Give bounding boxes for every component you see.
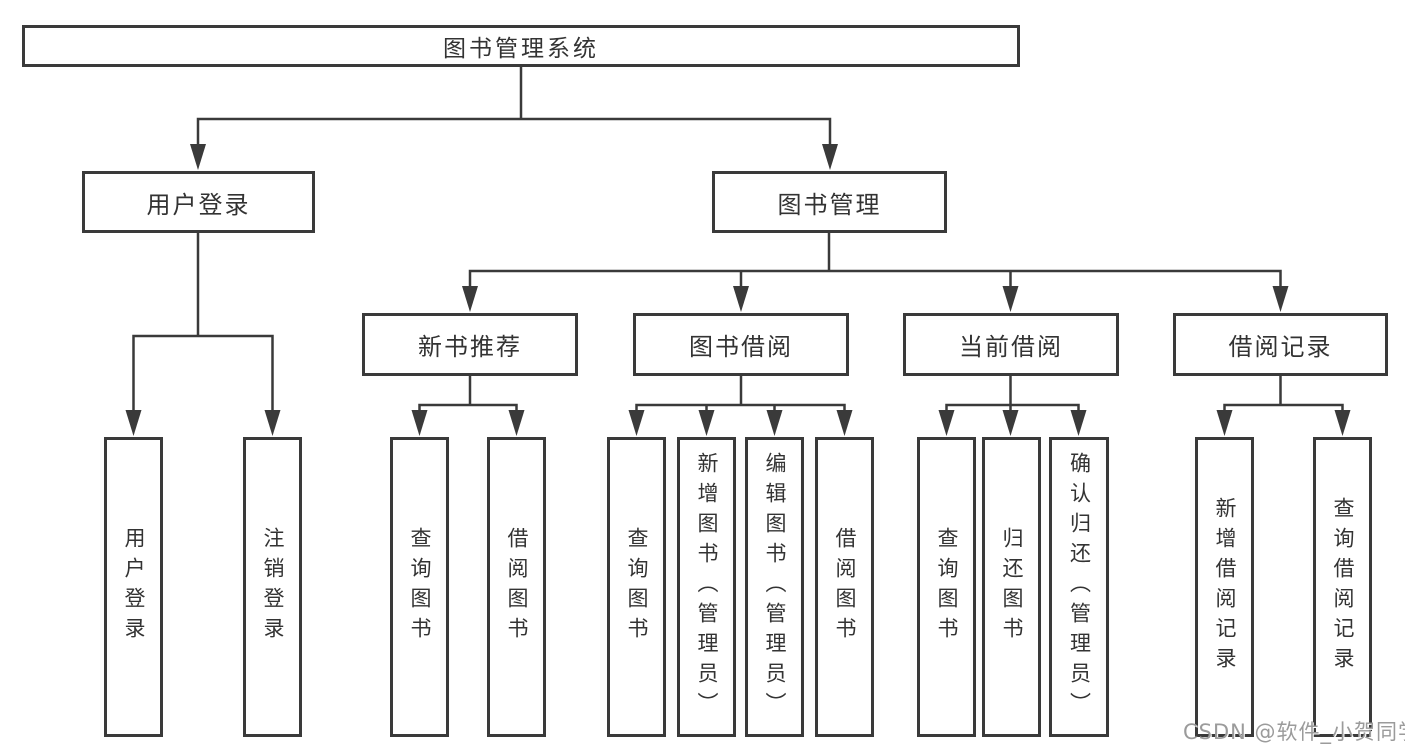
leaf-borrow-query-books-label: 查询图书 xyxy=(625,527,650,647)
leaf-logout: 注销登录 xyxy=(243,437,302,737)
arrowheads xyxy=(125,144,1351,436)
node-current-borrowing-label: 当前借阅 xyxy=(959,333,1063,361)
leaf-borrow-books: 借阅图书 xyxy=(815,437,874,737)
leaf-add-books-admin: 新增图书（管理员） xyxy=(677,437,736,737)
leaf-return-books: 归还图书 xyxy=(982,437,1041,737)
leaf-edit-books-admin-label: 编辑图书（管理员） xyxy=(763,452,788,722)
leaf-current-query-books-label: 查询图书 xyxy=(935,527,960,647)
csdn-watermark: CSDN @软件_小贺同学 xyxy=(1183,720,1405,744)
leaf-newbook-query-books: 查询图书 xyxy=(390,437,449,737)
leaf-confirm-return-admin: 确认归还（管理员） xyxy=(1049,437,1109,737)
leaf-return-books-label: 归还图书 xyxy=(1000,527,1025,647)
node-current-borrowing: 当前借阅 xyxy=(903,313,1119,376)
node-user-login-label: 用户登录 xyxy=(146,190,251,219)
node-book-management: 图书管理 xyxy=(712,171,947,233)
leaf-edit-books-admin: 编辑图书（管理员） xyxy=(745,437,804,737)
leaf-user-login-label: 用户登录 xyxy=(122,527,147,647)
node-book-borrowing: 图书借阅 xyxy=(633,313,849,376)
leaf-borrow-query-books: 查询图书 xyxy=(607,437,666,737)
leaf-add-borrow-record-label: 新增借阅记录 xyxy=(1213,497,1238,677)
leaf-logout-label: 注销登录 xyxy=(261,527,286,647)
leaf-add-borrow-record: 新增借阅记录 xyxy=(1195,437,1254,737)
leaf-query-borrow-record-label: 查询借阅记录 xyxy=(1331,497,1356,677)
leaf-confirm-return-admin-label: 确认归还（管理员） xyxy=(1067,452,1092,722)
leaf-add-books-admin-label: 新增图书（管理员） xyxy=(695,452,720,722)
node-user-login: 用户登录 xyxy=(82,171,315,233)
node-library-system-label: 图书管理系统 xyxy=(443,36,599,62)
leaf-query-borrow-record: 查询借阅记录 xyxy=(1313,437,1372,737)
node-book-management-label: 图书管理 xyxy=(777,190,882,219)
leaf-newbook-borrow-books-label: 借阅图书 xyxy=(505,527,530,647)
leaf-current-query-books: 查询图书 xyxy=(917,437,976,737)
node-book-borrowing-label: 图书借阅 xyxy=(689,333,793,361)
leaf-newbook-query-books-label: 查询图书 xyxy=(408,527,433,647)
node-new-book-recommendation-label: 新书推荐 xyxy=(418,333,522,361)
node-borrowing-records-label: 借阅记录 xyxy=(1228,333,1333,361)
node-borrowing-records: 借阅记录 xyxy=(1173,313,1388,376)
leaf-user-login: 用户登录 xyxy=(104,437,163,737)
leaf-borrow-books-label: 借阅图书 xyxy=(833,527,858,647)
node-new-book-recommendation: 新书推荐 xyxy=(362,313,578,376)
node-library-system: 图书管理系统 xyxy=(22,25,1020,67)
leaf-newbook-borrow-books: 借阅图书 xyxy=(487,437,546,737)
